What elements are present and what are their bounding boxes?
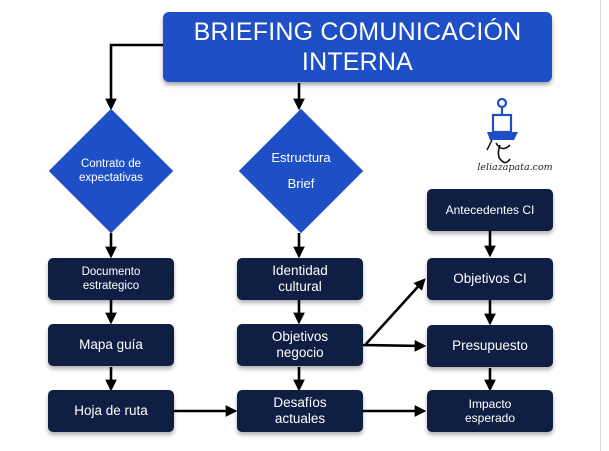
node-hoja: Hoja de ruta [48, 390, 174, 432]
diamond-contrato-line-2: expectativas [79, 172, 143, 184]
diamond-estructura-line-2: Brief [287, 176, 315, 191]
arrow-title-to-contrato [105, 43, 163, 111]
node-mapa: Mapa guía [48, 324, 174, 366]
node-impacto-line-2: esperado [464, 411, 516, 425]
node-antecedentes-label: Antecedentes CI [445, 203, 535, 217]
node-identidad: Identidad cultural [237, 258, 363, 300]
node-presupuesto: Presupuesto [427, 325, 553, 367]
title-line-2: INTERNA [301, 48, 414, 76]
node-antecedentes: Antecedentes CI [427, 189, 553, 231]
node-desafios-line-1: Desafíos [273, 395, 327, 410]
title-box: BRIEFING COMUNICACIÓN INTERNA [163, 12, 552, 82]
node-identidad-line-1: Identidad [272, 263, 328, 278]
node-objetivos-negocio: Objetivos negocio [237, 324, 363, 366]
node-identidad-line-2: cultural [278, 279, 322, 294]
node-objetivos-ci: Objetivos CI [427, 258, 553, 300]
diamond-estructura-line-1: Estructura [271, 150, 331, 165]
arrow-objetivos-negocio-to-presupuesto [361, 339, 427, 352]
node-mapa-label: Mapa guía [79, 337, 143, 352]
node-objetivos-negocio-line-1: Objetivos [271, 329, 329, 344]
node-objetivos-negocio-line-2: negocio [276, 345, 324, 360]
diamond-estructura: Estructura Brief [238, 108, 364, 234]
node-documento-line-1: Documento [81, 266, 141, 278]
node-impacto: Impacto esperado [427, 390, 553, 432]
page-edge-divider [600, 0, 601, 451]
diamond-contrato: Contrato de expectativas [48, 108, 174, 234]
node-documento-line-2: estrategico [82, 280, 140, 292]
arrow-objetivos-negocio-to-objetivos-ci [365, 278, 426, 345]
node-objetivos-ci-label: Objetivos CI [453, 271, 527, 286]
node-desafios-line-2: actuales [274, 411, 326, 426]
node-desafios: Desafíos actuales [237, 390, 363, 432]
diamond-contrato-line-1: Contrato de [80, 158, 142, 170]
node-presupuesto-label: Presupuesto [452, 338, 528, 353]
node-impacto-line-1: Impacto [468, 397, 512, 411]
title-line-1: BRIEFING COMUNICACIÓN [193, 18, 522, 46]
node-hoja-label: Hoja de ruta [74, 403, 148, 418]
node-documento: Documento estrategico [48, 258, 174, 300]
logo-text: leliazapata.com [477, 162, 553, 173]
mascot-logo-icon [486, 97, 518, 164]
